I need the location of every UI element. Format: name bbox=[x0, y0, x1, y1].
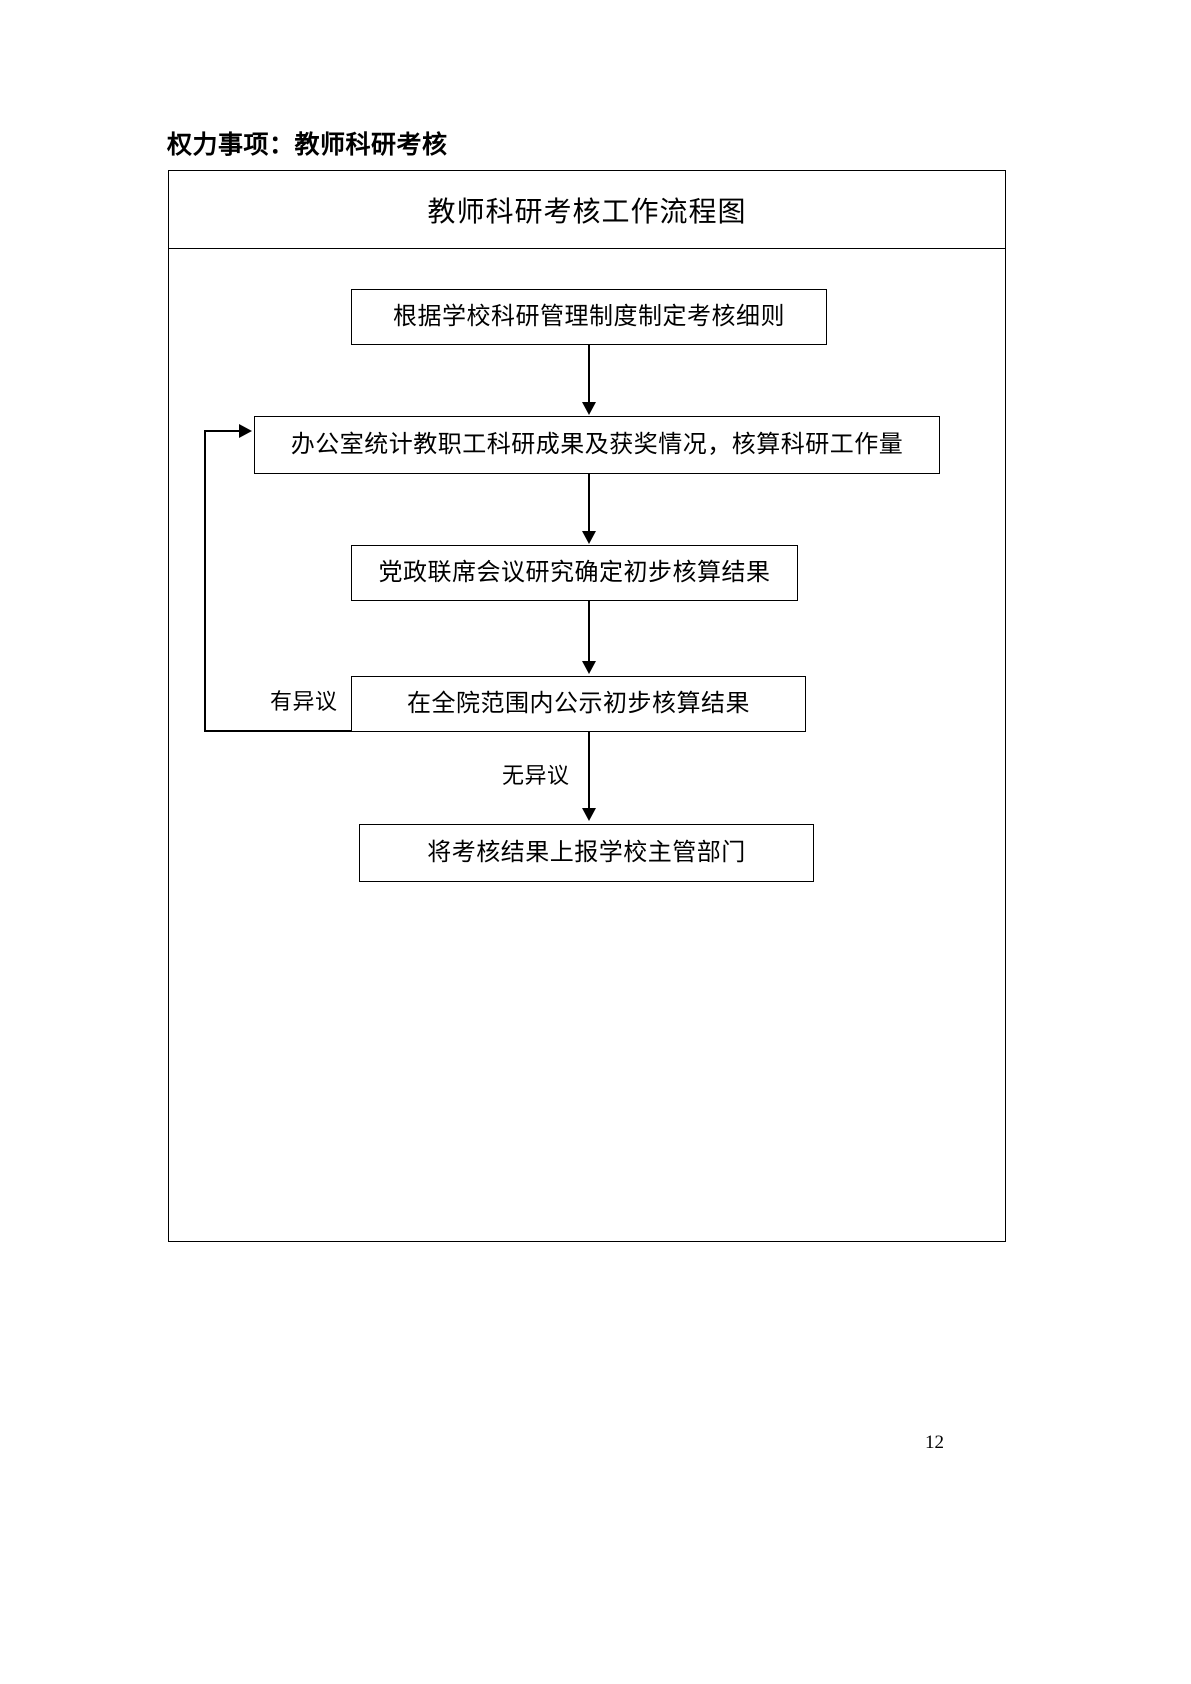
flow-node-3: 党政联席会议研究确定初步核算结果 bbox=[351, 545, 798, 601]
flow-node-5-label: 将考核结果上报学校主管部门 bbox=[427, 840, 746, 866]
flow-node-1-label: 根据学校科研管理制度制定考核细则 bbox=[393, 304, 785, 330]
connector-n4-n2-line-vertical bbox=[204, 430, 206, 732]
flow-node-2: 办公室统计教职工科研成果及获奖情况，核算科研工作量 bbox=[254, 416, 940, 474]
edge-label-no-dissent: 无异议 bbox=[502, 763, 570, 788]
flowchart-canvas: 根据学校科研管理制度制定考核细则 办公室统计教职工科研成果及获奖情况，核算科研工… bbox=[169, 249, 1005, 1243]
edge-label-has-dissent: 有异议 bbox=[270, 689, 338, 714]
connector-n1-n2-arrowhead-icon bbox=[582, 402, 596, 415]
connector-n4-n5-line bbox=[588, 732, 590, 809]
flow-node-3-label: 党政联席会议研究确定初步核算结果 bbox=[378, 560, 771, 586]
flowchart-frame: 教师科研考核工作流程图 根据学校科研管理制度制定考核细则 办公室统计教职工科研成… bbox=[168, 170, 1006, 1242]
page-number: 12 bbox=[925, 1432, 944, 1453]
connector-n3-n4-line bbox=[588, 601, 590, 661]
flow-node-4: 在全院范围内公示初步核算结果 bbox=[351, 676, 806, 732]
connector-n3-n4-arrowhead-icon bbox=[582, 661, 596, 674]
connector-n4-n2-arrowhead-icon bbox=[239, 424, 252, 438]
page-title: 权力事项：教师科研考核 bbox=[167, 132, 448, 159]
flow-node-4-label: 在全院范围内公示初步核算结果 bbox=[407, 691, 750, 717]
connector-n4-n2-line-top bbox=[204, 430, 241, 432]
flow-node-5: 将考核结果上报学校主管部门 bbox=[359, 824, 814, 882]
flowchart-title-band: 教师科研考核工作流程图 bbox=[169, 171, 1005, 249]
connector-n2-n3-arrowhead-icon bbox=[582, 531, 596, 544]
connector-n4-n2-line-bottom bbox=[204, 730, 352, 732]
connector-n4-n5-arrowhead-icon bbox=[582, 808, 596, 821]
flow-node-2-label: 办公室统计教职工科研成果及获奖情况，核算科研工作量 bbox=[290, 432, 904, 458]
connector-n2-n3-line bbox=[588, 474, 590, 532]
flowchart-title: 教师科研考核工作流程图 bbox=[427, 194, 747, 228]
connector-n1-n2-line bbox=[588, 345, 590, 403]
flow-node-1: 根据学校科研管理制度制定考核细则 bbox=[351, 289, 827, 345]
